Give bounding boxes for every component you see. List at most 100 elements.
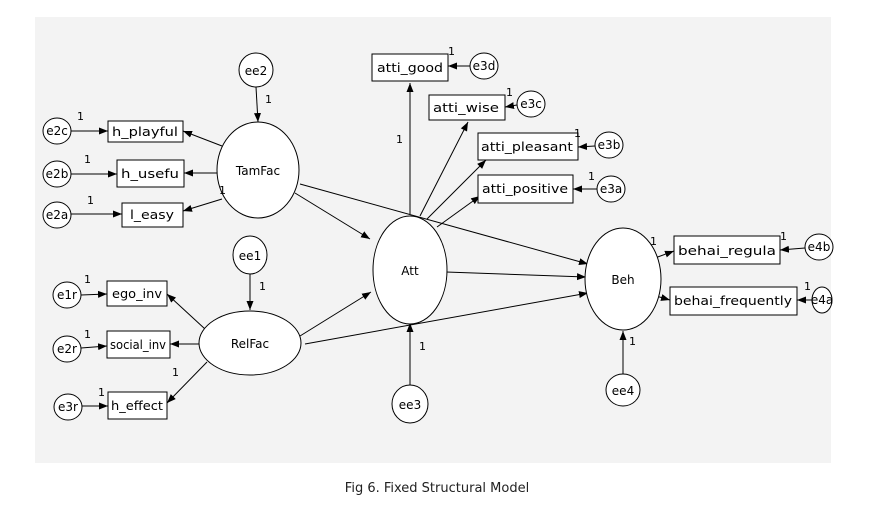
path-tamfac-att xyxy=(294,192,371,240)
weight-e3r: 1 xyxy=(98,386,105,399)
error-e2r xyxy=(52,335,82,363)
error-e2r-label: e2r xyxy=(57,342,77,356)
disturbance-ee2-label: ee2 xyxy=(245,64,267,78)
weight-e2b: 1 xyxy=(84,153,91,166)
path-beh-behai_regula xyxy=(654,250,675,259)
observed-atti_positive-label: atti_positive xyxy=(482,182,568,196)
error-e2b-label: e2b xyxy=(46,167,69,181)
weight-e2a: 1 xyxy=(87,194,94,207)
weight-e4a: 1 xyxy=(804,280,811,293)
latent-tamfac xyxy=(216,121,300,219)
observed-h_playful-label: h_playful xyxy=(112,125,178,139)
observed-social_inv-label: social_inv xyxy=(110,338,166,352)
figure-caption: Fig 6. Fixed Structural Model xyxy=(344,481,530,496)
path-relfac-ego_inv xyxy=(166,293,206,330)
path-e4b-behai_regula xyxy=(779,245,806,253)
observed-h_playful xyxy=(107,120,184,143)
observed-ego_inv xyxy=(106,280,168,307)
error-e3c xyxy=(516,90,546,118)
disturbance-ee4 xyxy=(605,373,641,407)
weight-beh-behai_regula: 1 xyxy=(650,235,657,248)
observed-atti_wise xyxy=(428,94,506,121)
error-e3b-label: e3b xyxy=(598,138,621,152)
observed-l_easy-label: l_easy xyxy=(130,208,174,222)
weight-ee3: 1 xyxy=(419,340,426,353)
observed-atti_good xyxy=(371,53,449,82)
path-e2r-social_inv xyxy=(80,343,108,351)
error-e2c-label: e2c xyxy=(46,124,68,138)
disturbance-ee3 xyxy=(391,384,429,424)
disturbance-ee4-label: ee4 xyxy=(612,384,634,398)
path-tamfac-beh xyxy=(299,183,589,265)
observed-h_effect xyxy=(107,391,168,420)
latent-tamfac-label: TamFac xyxy=(235,164,280,178)
weight-tamfac-l_easy: 1 xyxy=(219,184,226,197)
observed-behai_frequently-label: behai_frequently xyxy=(674,294,792,308)
observed-atti_pleasant-label: atti_pleasant xyxy=(481,140,573,154)
observed-behai_regula xyxy=(673,235,781,265)
path-relfac-h_effect xyxy=(166,361,208,404)
error-e3r-label: e3r xyxy=(58,400,78,414)
error-e3r xyxy=(53,393,83,421)
path-att-atti_pleasant xyxy=(426,159,487,220)
observed-behai_frequently xyxy=(669,286,798,316)
path-tamfac-h_playful xyxy=(182,130,223,147)
disturbance-ee3-label: ee3 xyxy=(399,398,421,412)
observed-behai_regula-label: behai_regula xyxy=(678,244,776,258)
weight-e1r: 1 xyxy=(84,273,91,286)
disturbance-ee1-label: ee1 xyxy=(239,249,261,263)
observed-atti_positive xyxy=(477,174,574,204)
observed-social_inv xyxy=(106,330,171,359)
error-e3b xyxy=(594,131,624,159)
error-e2b xyxy=(42,160,72,188)
disturbance-ee2 xyxy=(238,52,274,88)
error-e2c xyxy=(42,117,72,145)
error-e3d-label: e3d xyxy=(473,59,496,73)
path-att-atti_positive xyxy=(436,195,481,228)
error-e3c-label: e3c xyxy=(520,97,542,111)
weight-relfac-h_effect: 1 xyxy=(172,366,179,379)
observed-atti_good-label: atti_good xyxy=(377,61,443,75)
observed-h_usefu xyxy=(116,159,185,188)
latent-beh-label: Beh xyxy=(611,273,634,287)
error-e2a xyxy=(42,201,72,229)
latent-beh xyxy=(584,227,662,331)
weight-e4b: 1 xyxy=(780,230,787,243)
path-ee2-tamfac xyxy=(253,86,261,123)
latent-att xyxy=(372,215,448,325)
path-att-atti_wise xyxy=(419,121,469,217)
weight-ee1: 1 xyxy=(259,280,266,293)
path-att-beh xyxy=(445,271,587,281)
error-e1r-label: e1r xyxy=(57,288,77,302)
weight-e3d: 1 xyxy=(448,45,455,58)
path-relfac-beh xyxy=(304,291,589,345)
error-e3a-label: e3a xyxy=(600,182,622,196)
path-e3c-atti_wise xyxy=(504,102,518,109)
weight-e2r: 1 xyxy=(84,328,91,341)
weight-ee2: 1 xyxy=(265,93,272,106)
error-e4a-label: e4a xyxy=(811,293,833,307)
error-e2a-label: e2a xyxy=(46,208,68,222)
observed-ego_inv-label: ego_inv xyxy=(112,287,162,301)
error-e4b-label: e4b xyxy=(808,240,831,254)
weight-e2c: 1 xyxy=(77,110,84,123)
latent-relfac-label: RelFac xyxy=(231,337,269,351)
observed-atti_wise-label: atti_wise xyxy=(433,101,499,115)
observed-l_easy xyxy=(121,202,184,228)
weight-ee4: 1 xyxy=(629,335,636,348)
latent-att-label: Att xyxy=(401,264,419,278)
path-relfac-att xyxy=(299,291,372,337)
weight-e3a: 1 xyxy=(588,170,595,183)
error-e3a xyxy=(596,175,626,203)
observed-h_usefu-label: h_usefu xyxy=(121,167,179,181)
weight-e3b: 1 xyxy=(574,127,581,140)
latent-relfac xyxy=(198,310,302,376)
observed-h_effect-label: h_effect xyxy=(111,399,163,413)
error-e3d xyxy=(469,52,499,80)
path-e1r-ego_inv xyxy=(80,290,108,298)
weight-e3c: 1 xyxy=(506,86,513,99)
disturbance-ee1 xyxy=(232,235,268,275)
observed-atti_pleasant xyxy=(477,132,579,161)
path-tamfac-l_easy xyxy=(182,198,223,212)
